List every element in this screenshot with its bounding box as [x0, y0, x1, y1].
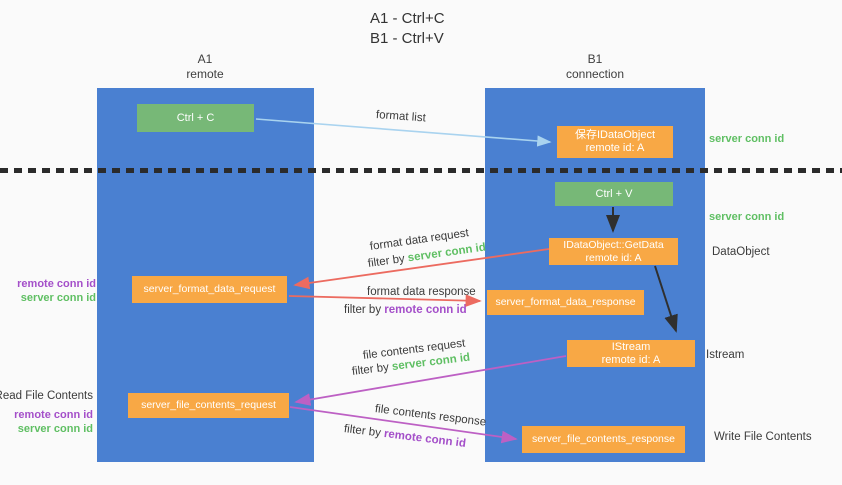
annotation-istream: Istream [706, 349, 745, 361]
annotation-dataobject: DataObject [712, 246, 770, 258]
file-request-label: server_file_contents_request [141, 399, 276, 411]
annotation-write-file-contents: Write File Contents [714, 431, 812, 443]
lane-b1-name: B1 [587, 52, 603, 66]
annotation-left-conn-ids-2: remote conn id server conn id [14, 408, 93, 436]
filter-by-text: filter by [344, 304, 382, 316]
lane-a1-name: A1 [197, 52, 213, 66]
node-ctrl-c: Ctrl + C [137, 104, 254, 132]
annotation-left-conn-ids: remote conn id server conn id [17, 277, 96, 305]
remote-conn-id-annotation: remote conn id [14, 409, 93, 421]
label-filter-by-remote-conn-id-2: filter by remote conn id [343, 423, 466, 450]
file-response-label: server_file_contents_response [531, 433, 675, 445]
getdata-line1: IDataObject::GetData [563, 238, 664, 251]
diagram-title: A1 - Ctrl+C B1 - Ctrl+V [370, 9, 445, 49]
remote-conn-id-annotation: remote conn id [17, 278, 96, 290]
annotation-read-file-contents: Read File Contents [0, 390, 93, 402]
ctrl-c-label: Ctrl + C [176, 111, 215, 124]
annotation-server-conn-id-mid: server conn id [709, 211, 785, 223]
lane-a1-role: remote [186, 67, 224, 81]
node-save-idataobject: 保存IDataObject remote id: A [557, 126, 673, 158]
filter-by-text: filter by [351, 361, 390, 378]
label-format-list: format list [375, 109, 427, 125]
server-conn-id-annotation: server conn id [17, 423, 93, 435]
istream-line2: remote id: A [601, 353, 661, 366]
node-ctrl-v: Ctrl + V [555, 182, 673, 206]
remote-conn-id-text: remote conn id [384, 304, 467, 316]
save-idataobject-line2: remote id: A [585, 142, 645, 154]
dashed-divider-line [0, 168, 842, 173]
node-istream: IStream remote id: A [567, 340, 695, 367]
istream-line1: IStream [611, 340, 651, 353]
filter-by-text: filter by [367, 252, 406, 270]
save-idataobject-line1: 保存IDataObject [574, 129, 656, 141]
getdata-line2: remote id: A [585, 251, 642, 264]
node-server-format-data-response: server_format_data_response [487, 290, 644, 315]
node-server-file-contents-request: server_file_contents_request [128, 393, 289, 418]
filter-by-text: filter by [343, 423, 382, 440]
label-filter-by-remote-conn-id: filter by remote conn id [344, 304, 467, 316]
annotation-server-conn-id-top: server conn id [709, 133, 785, 145]
ctrl-v-label: Ctrl + V [595, 187, 633, 200]
node-server-format-data-request: server_format_data_request [132, 276, 287, 303]
format-response-label: server_format_data_response [495, 296, 636, 308]
lane-header-b1: B1 connection [495, 52, 695, 82]
node-server-file-contents-response: server_file_contents_response [522, 426, 685, 453]
node-idataobject-getdata: IDataObject::GetData remote id: A [549, 238, 678, 265]
lane-b1-role: connection [565, 67, 625, 81]
lane-header-a1: A1 remote [105, 52, 305, 82]
title-line-2: B1 - Ctrl+V [370, 30, 444, 47]
server-conn-id-annotation: server conn id [20, 292, 96, 304]
format-request-label: server_format_data_request [143, 283, 276, 295]
label-file-contents-response: file contents response [374, 403, 487, 429]
label-format-data-response: format data response [367, 286, 476, 298]
remote-conn-id-text: remote conn id [383, 427, 467, 450]
title-line-1: A1 - Ctrl+C [370, 10, 445, 27]
